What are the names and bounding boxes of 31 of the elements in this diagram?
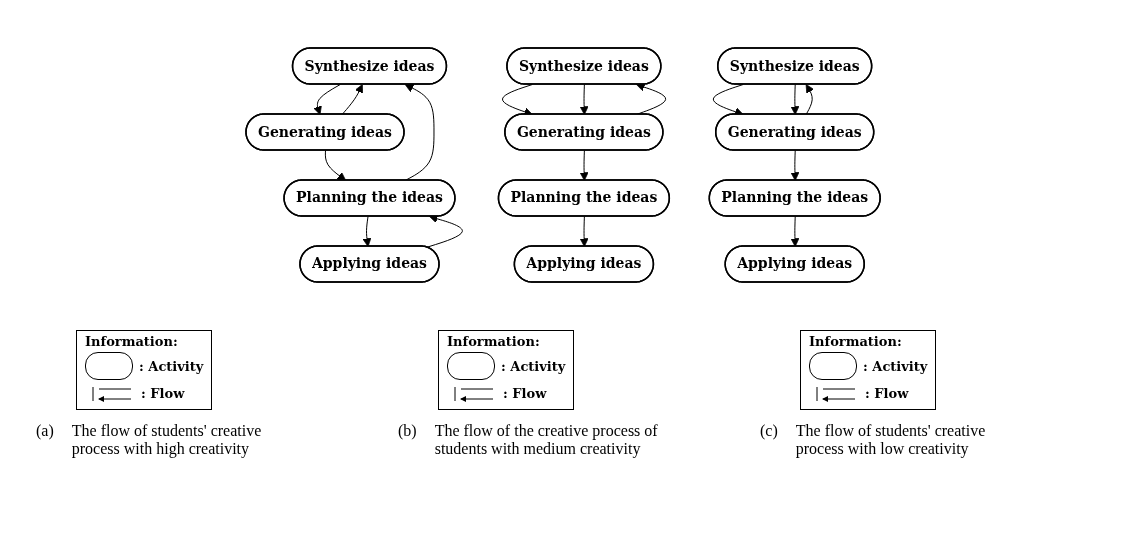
legend-text: : Flow: [865, 385, 909, 401]
legend-heading: Information:: [85, 334, 179, 349]
legend-heading: Information:: [447, 334, 541, 349]
arrow: [313, 84, 341, 115]
arrow: [341, 84, 363, 115]
arrow: [579, 150, 589, 181]
arrow: [501, 84, 533, 116]
arrow: [712, 84, 744, 116]
arrow: [324, 150, 347, 181]
arrow: [579, 216, 589, 247]
caption-text: The flow of students' creative process with low creativity: [795, 422, 987, 458]
legend-text: : Activity: [139, 358, 204, 374]
caption-letter: (a): [36, 422, 54, 442]
legend-text: : Flow: [503, 385, 547, 401]
arrow: [805, 84, 814, 115]
legend-text: : Flow: [141, 385, 185, 401]
legend-text: : Activity: [863, 358, 928, 374]
arrow: [426, 214, 463, 248]
legend-heading: Information:: [809, 334, 903, 349]
arrow: [362, 216, 372, 247]
arrow: [790, 150, 800, 181]
caption-letter: (c): [760, 422, 778, 442]
caption-text: The flow of the creative process of students with medium creativity: [434, 422, 659, 458]
arrow: [790, 84, 800, 115]
arrow: [790, 216, 800, 247]
arrow: [579, 84, 589, 115]
legend-text: : Activity: [501, 358, 566, 374]
caption-text: The flow of students' creative process with high creativity: [71, 422, 263, 458]
caption-letter: (b): [398, 422, 417, 442]
arrow: [635, 82, 667, 115]
arrow: [404, 84, 435, 181]
